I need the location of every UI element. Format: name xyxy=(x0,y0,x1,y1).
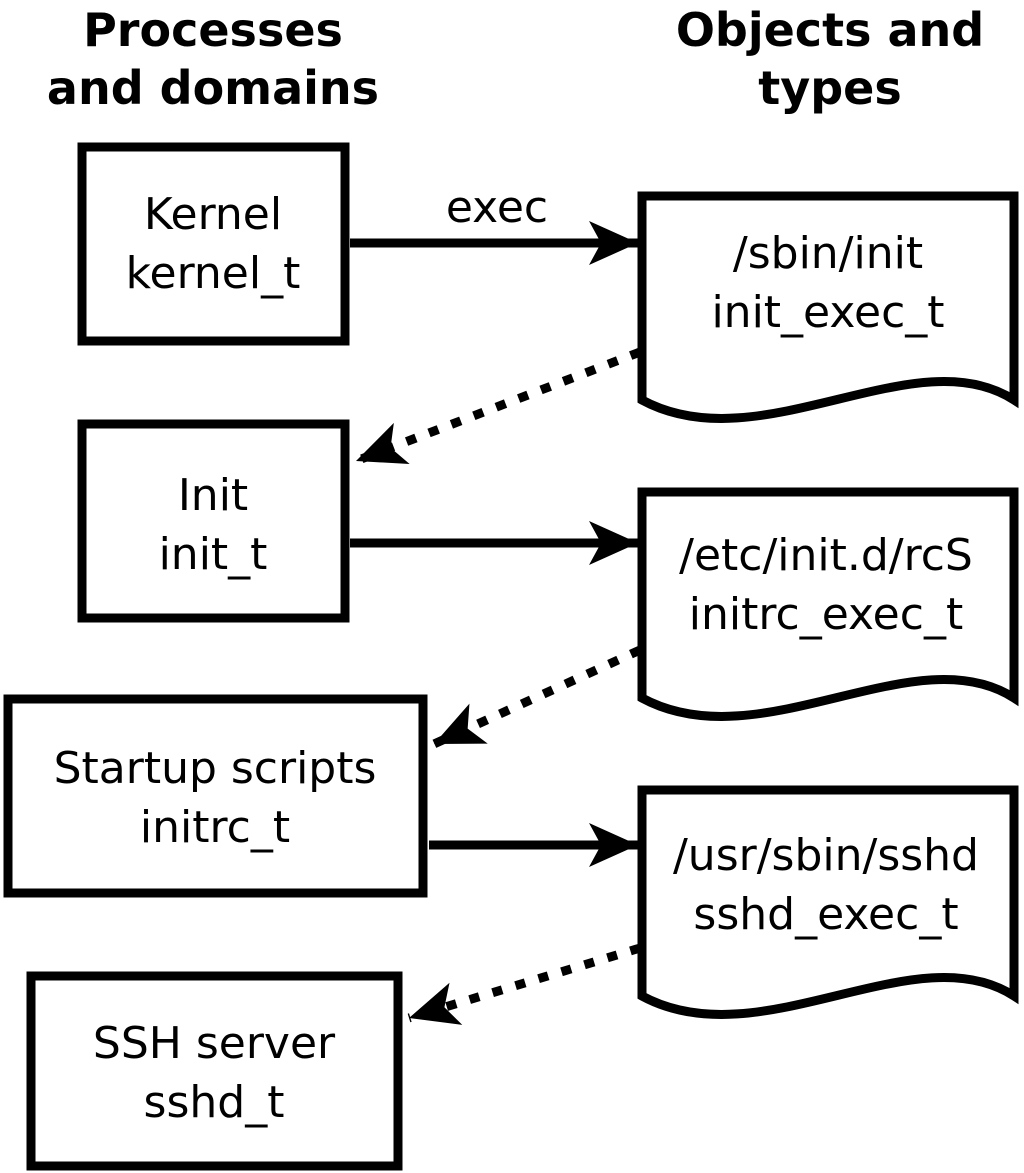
object-doc-etc-initd-rcS-shape xyxy=(637,487,1019,721)
right-header-line1: Objects and xyxy=(676,3,984,57)
object-doc-etc-initd-rcS-path: /etc/init.d/rcS xyxy=(679,530,973,581)
process-box-ssh-server-type: sshd_t xyxy=(144,1077,285,1128)
process-box-ssh-server-name: SSH server xyxy=(93,1018,336,1069)
left-column-header: Processes and domains xyxy=(47,3,379,115)
exec-arrow-kernel-to-sbin-init: exec xyxy=(350,182,638,265)
object-doc-etc-initd-rcS-type: initrc_exec_t xyxy=(689,589,963,640)
process-box-kernel-name: Kernel xyxy=(144,189,282,240)
object-doc-usr-sbin-sshd-shape xyxy=(637,785,1019,1019)
transition-arrow-rcS-to-initrc-t xyxy=(432,645,642,749)
object-doc-etc-initd-rcS: /etc/init.d/rcS initrc_exec_t xyxy=(637,487,1019,721)
object-doc-usr-sbin-sshd: /usr/sbin/sshd sshd_exec_t xyxy=(637,785,1019,1019)
process-box-init-name: Init xyxy=(178,470,248,521)
right-column-header: Objects and types xyxy=(676,3,984,115)
process-box-startup-scripts-name: Startup scripts xyxy=(54,743,377,794)
process-box-kernel: Kernel kernel_t xyxy=(77,142,350,346)
process-box-init-type: init_t xyxy=(159,529,268,580)
transition-arrow-sbin-init-to-init-t xyxy=(354,347,642,466)
left-header-line2: and domains xyxy=(47,61,379,115)
process-box-ssh-server-rect xyxy=(26,971,403,1171)
object-doc-sbin-init-type: init_exec_t xyxy=(711,287,944,338)
process-box-init-rect xyxy=(77,419,350,623)
process-box-init: Init init_t xyxy=(77,419,350,623)
object-doc-sbin-init: /sbin/init init_exec_t xyxy=(637,191,1019,423)
process-box-kernel-type: kernel_t xyxy=(126,248,301,299)
transition-arrow-sshd-to-sshd-t xyxy=(407,943,642,1025)
process-box-startup-scripts-type: initrc_t xyxy=(140,802,290,853)
object-doc-usr-sbin-sshd-path: /usr/sbin/sshd xyxy=(673,830,979,881)
exec-arrow-label: exec xyxy=(446,182,548,233)
object-doc-usr-sbin-sshd-type: sshd_exec_t xyxy=(693,889,958,940)
process-box-kernel-rect xyxy=(77,142,350,346)
left-header-line1: Processes xyxy=(83,3,343,57)
object-doc-sbin-init-shape xyxy=(637,191,1019,423)
process-box-startup-scripts: Startup scripts initrc_t xyxy=(3,694,428,898)
object-doc-sbin-init-path: /sbin/init xyxy=(733,228,923,279)
right-header-line2: types xyxy=(758,61,901,115)
process-box-ssh-server: SSH server sshd_t xyxy=(26,971,403,1171)
process-box-startup-scripts-rect xyxy=(3,694,428,898)
